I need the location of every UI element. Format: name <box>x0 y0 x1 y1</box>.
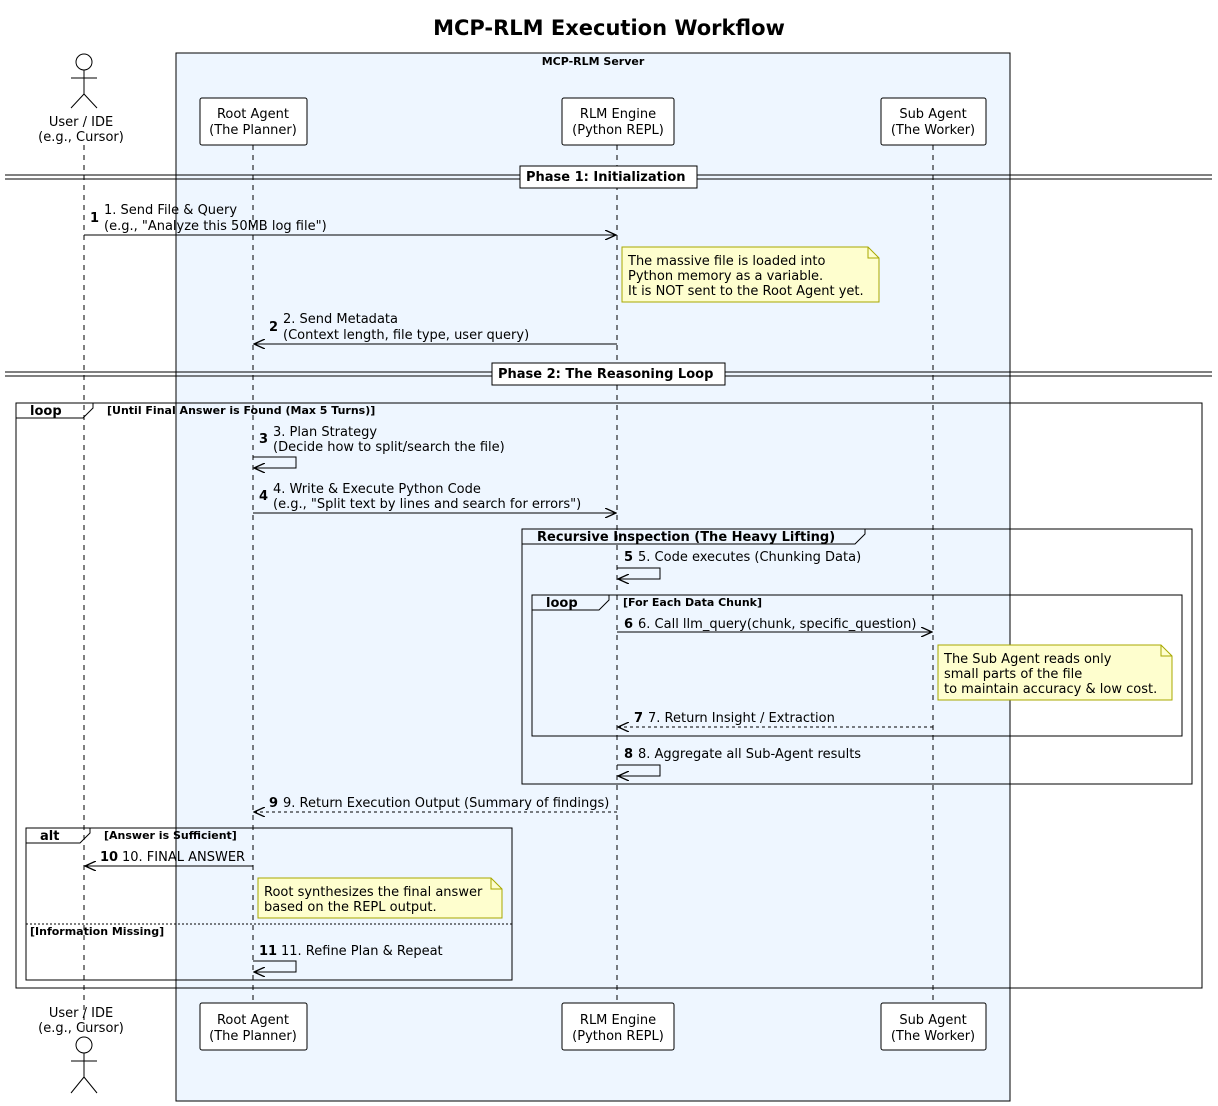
svg-text:6: 6 <box>624 617 633 632</box>
svg-text:(Python REPL): (Python REPL) <box>572 123 664 138</box>
actor-user-bottom <box>70 1036 98 1094</box>
svg-text:small parts of the file: small parts of the file <box>944 667 1082 682</box>
svg-text:loop: loop <box>546 596 578 611</box>
alt-fragment: alt [Answer is Sufficient] [Information … <box>25 827 513 981</box>
svg-text:8: 8 <box>624 747 633 762</box>
message-5: 5 5. Code executes (Chunking Data) <box>617 550 861 579</box>
participant-rlm-bottom: RLM Engine (Python REPL) <box>561 1002 675 1051</box>
svg-text:[Answer is Sufficient]: [Answer is Sufficient] <box>104 829 237 842</box>
svg-text:7. Return Insight / Extraction: 7. Return Insight / Extraction <box>648 711 835 726</box>
svg-text:(The Worker): (The Worker) <box>891 123 975 138</box>
svg-text:(The Planner): (The Planner) <box>209 1029 297 1044</box>
message-6: 6 6. Call llm_query(chunk, specific_ques… <box>617 617 932 632</box>
svg-text:Phase 1: Initialization: Phase 1: Initialization <box>526 170 686 185</box>
svg-text:4: 4 <box>259 489 268 504</box>
participant-root-bottom: Root Agent (The Planner) <box>199 1002 308 1051</box>
svg-text:[For Each Data Chunk]: [For Each Data Chunk] <box>623 596 762 609</box>
svg-text:Root Agent: Root Agent <box>217 1013 289 1028</box>
note-file-loaded: The massive file is loaded into Python m… <box>621 246 880 303</box>
svg-text:to maintain accuracy & low cos: to maintain accuracy & low cost. <box>944 682 1157 697</box>
message-10: 10 10. FINAL ANSWER <box>85 850 253 866</box>
svg-text:11. Refine Plan & Repeat: 11. Refine Plan & Repeat <box>281 944 443 959</box>
svg-text:The Sub Agent reads only: The Sub Agent reads only <box>943 652 1112 667</box>
participant-user-name: User / IDE <box>49 115 113 130</box>
diagram-title: MCP-RLM Execution Workflow <box>433 16 785 40</box>
participant-user-subtitle: (e.g., Cursor) <box>38 130 124 145</box>
svg-text:based on the REPL output.: based on the REPL output. <box>264 900 437 915</box>
svg-text:Recursive Inspection (The Heav: Recursive Inspection (The Heavy Lifting) <box>537 530 835 545</box>
svg-text:Python memory as a variable.: Python memory as a variable. <box>628 269 823 284</box>
svg-text:5: 5 <box>624 550 633 565</box>
server-box <box>175 52 1011 1102</box>
svg-text:alt: alt <box>40 829 59 844</box>
svg-text:7: 7 <box>634 711 643 726</box>
participant-sub-top: Sub Agent (The Worker) <box>880 97 987 146</box>
svg-text:RLM Engine: RLM Engine <box>580 1013 656 1028</box>
svg-text:(e.g., "Analyze this 50MB log: (e.g., "Analyze this 50MB log file") <box>104 219 327 234</box>
note-sub-agent: The Sub Agent reads only small parts of … <box>937 644 1173 701</box>
svg-text:Root synthesizes the final ans: Root synthesizes the final answer <box>264 885 483 900</box>
participant-rlm-top: RLM Engine (Python REPL) <box>561 97 675 146</box>
participant-root-top: Root Agent (The Planner) <box>199 97 308 146</box>
svg-text:The massive file is loaded int: The massive file is loaded into <box>627 254 825 269</box>
message-2: 2 2. Send Metadata (Context length, file… <box>254 312 617 344</box>
participant-sub-bottom: Sub Agent (The Worker) <box>880 1002 987 1051</box>
svg-text:2. Send Metadata: 2. Send Metadata <box>283 312 398 327</box>
svg-text:3: 3 <box>259 432 268 447</box>
loop-inner-fragment: loop [For Each Data Chunk] <box>531 594 1183 737</box>
svg-text:5. Code executes (Chunking Dat: 5. Code executes (Chunking Data) <box>638 550 861 565</box>
message-8: 8 8. Aggregate all Sub-Agent results <box>617 747 861 776</box>
svg-text:Sub Agent: Sub Agent <box>899 1013 966 1028</box>
svg-text:(The Worker): (The Worker) <box>891 1029 975 1044</box>
group-recursive-inspection: Recursive Inspection (The Heavy Lifting) <box>521 528 1193 785</box>
svg-text:9: 9 <box>269 796 278 811</box>
svg-text:6. Call llm_query(chunk, speci: 6. Call llm_query(chunk, specific_questi… <box>638 617 916 632</box>
svg-text:It is NOT sent to the Root Age: It is NOT sent to the Root Agent yet. <box>628 284 864 299</box>
svg-text:(Context length, file type, us: (Context length, file type, user query) <box>283 328 529 343</box>
svg-text:(The Planner): (The Planner) <box>209 123 297 138</box>
svg-text:4. Write & Execute Python Code: 4. Write & Execute Python Code <box>273 482 481 497</box>
svg-text:3. Plan Strategy: 3. Plan Strategy <box>273 425 377 440</box>
svg-text:1: 1 <box>90 211 99 226</box>
message-3: 3 3. Plan Strategy (Decide how to split/… <box>253 425 505 468</box>
svg-text:11: 11 <box>259 944 277 959</box>
svg-text:loop: loop <box>30 404 62 419</box>
message-11: 11 11. Refine Plan & Repeat <box>253 944 443 972</box>
svg-text:Root Agent: Root Agent <box>217 107 289 122</box>
svg-text:[Information Missing]: [Information Missing] <box>30 925 164 938</box>
svg-text:9. Return Execution Output (Su: 9. Return Execution Output (Summary of f… <box>283 796 609 811</box>
participant-user-subtitle-bottom: (e.g., Cursor) <box>38 1021 124 1036</box>
server-box-label: MCP-RLM Server <box>542 55 645 68</box>
svg-text:10: 10 <box>100 850 118 865</box>
svg-text:(Python REPL): (Python REPL) <box>572 1029 664 1044</box>
svg-text:8. Aggregate all Sub-Agent res: 8. Aggregate all Sub-Agent results <box>638 747 861 762</box>
message-1: 1 1. Send File & Query (e.g., "Analyze t… <box>84 203 616 235</box>
message-9: 9 9. Return Execution Output (Summary of… <box>254 796 617 812</box>
svg-text:Sub Agent: Sub Agent <box>899 107 966 122</box>
loop-outer-fragment: loop [Until Final Answer is Found (Max 5… <box>15 402 1203 989</box>
svg-text:(e.g., "Split text by lines an: (e.g., "Split text by lines and search f… <box>273 497 581 512</box>
svg-text:2: 2 <box>269 320 278 335</box>
svg-text:RLM Engine: RLM Engine <box>580 107 656 122</box>
svg-text:10. FINAL ANSWER: 10. FINAL ANSWER <box>122 850 245 865</box>
note-root-synthesizes: Root synthesizes the final answer based … <box>257 877 503 919</box>
participant-user-name-bottom: User / IDE <box>49 1006 113 1021</box>
svg-text:[Until Final Answer is Found (: [Until Final Answer is Found (Max 5 Turn… <box>107 404 375 417</box>
svg-text:1. Send File & Query: 1. Send File & Query <box>104 203 237 218</box>
svg-text:(Decide how to split/search th: (Decide how to split/search the file) <box>273 440 505 455</box>
message-4: 4 4. Write & Execute Python Code (e.g., … <box>253 482 616 513</box>
svg-text:Phase 2: The Reasoning Loop: Phase 2: The Reasoning Loop <box>498 367 713 382</box>
phase1-divider: Phase 1: Initialization <box>5 165 1212 189</box>
actor-user-top <box>70 53 98 109</box>
phase2-divider: Phase 2: The Reasoning Loop <box>5 362 1212 386</box>
message-7: 7 7. Return Insight / Extraction <box>618 711 933 727</box>
